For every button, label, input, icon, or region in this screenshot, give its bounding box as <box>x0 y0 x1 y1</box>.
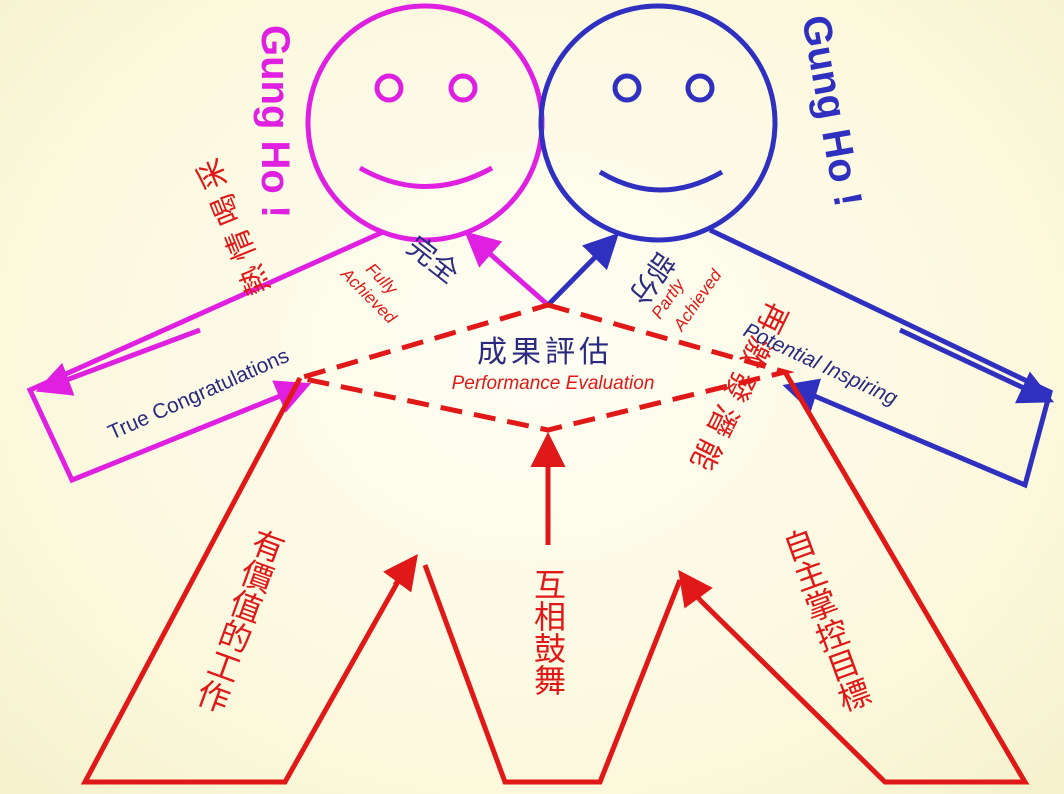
right-leg-outline <box>698 370 1030 785</box>
left-mouth <box>358 165 494 189</box>
potential-inspiring-zh-text: 再激發潛能 <box>680 296 795 482</box>
body-legs <box>80 370 1030 785</box>
left-up-arrow <box>464 231 550 307</box>
right-up-arrow <box>546 232 620 307</box>
mutual-encouragement-text: 互相鼓舞 <box>529 568 567 696</box>
crotch-outline <box>422 564 683 785</box>
left-gung-ho-label: Gung Ho ! <box>253 25 297 218</box>
left-eye <box>374 73 404 103</box>
performance-evaluation-zh: 成果評估 <box>477 335 613 370</box>
mutual-encouragement-label: 互相鼓舞 <box>529 568 567 696</box>
right-arm <box>546 227 1055 489</box>
right-eye <box>612 73 642 103</box>
potential-inspiring-zh: 再激發潛能 <box>680 296 795 482</box>
left-smiley-face <box>305 3 545 243</box>
left-face-outline <box>305 3 545 243</box>
right-face-outline <box>538 3 778 243</box>
right-gung-ho-label: Gung Ho ! <box>793 12 870 210</box>
legs-outline <box>80 376 403 785</box>
right-smiley-face <box>538 3 778 243</box>
performance-evaluation-en: Performance Evaluation <box>452 373 655 394</box>
left-arm <box>26 229 550 484</box>
right-mouth <box>598 169 724 193</box>
valuable-work-text: 有價值的工作 <box>188 524 289 718</box>
right-arm-outline <box>708 227 1053 489</box>
right-leg-arrow <box>678 569 713 609</box>
left-eye <box>448 73 478 103</box>
valuable-work-label: 有價值的工作 <box>188 524 289 718</box>
right-arm-arrow-out <box>898 327 1055 404</box>
left-leg-arrow <box>383 553 418 593</box>
left-arm-outline <box>26 229 385 484</box>
evaluation-diamond <box>299 302 795 433</box>
left-arm-arrow-out <box>35 327 201 396</box>
right-eye <box>685 73 715 103</box>
